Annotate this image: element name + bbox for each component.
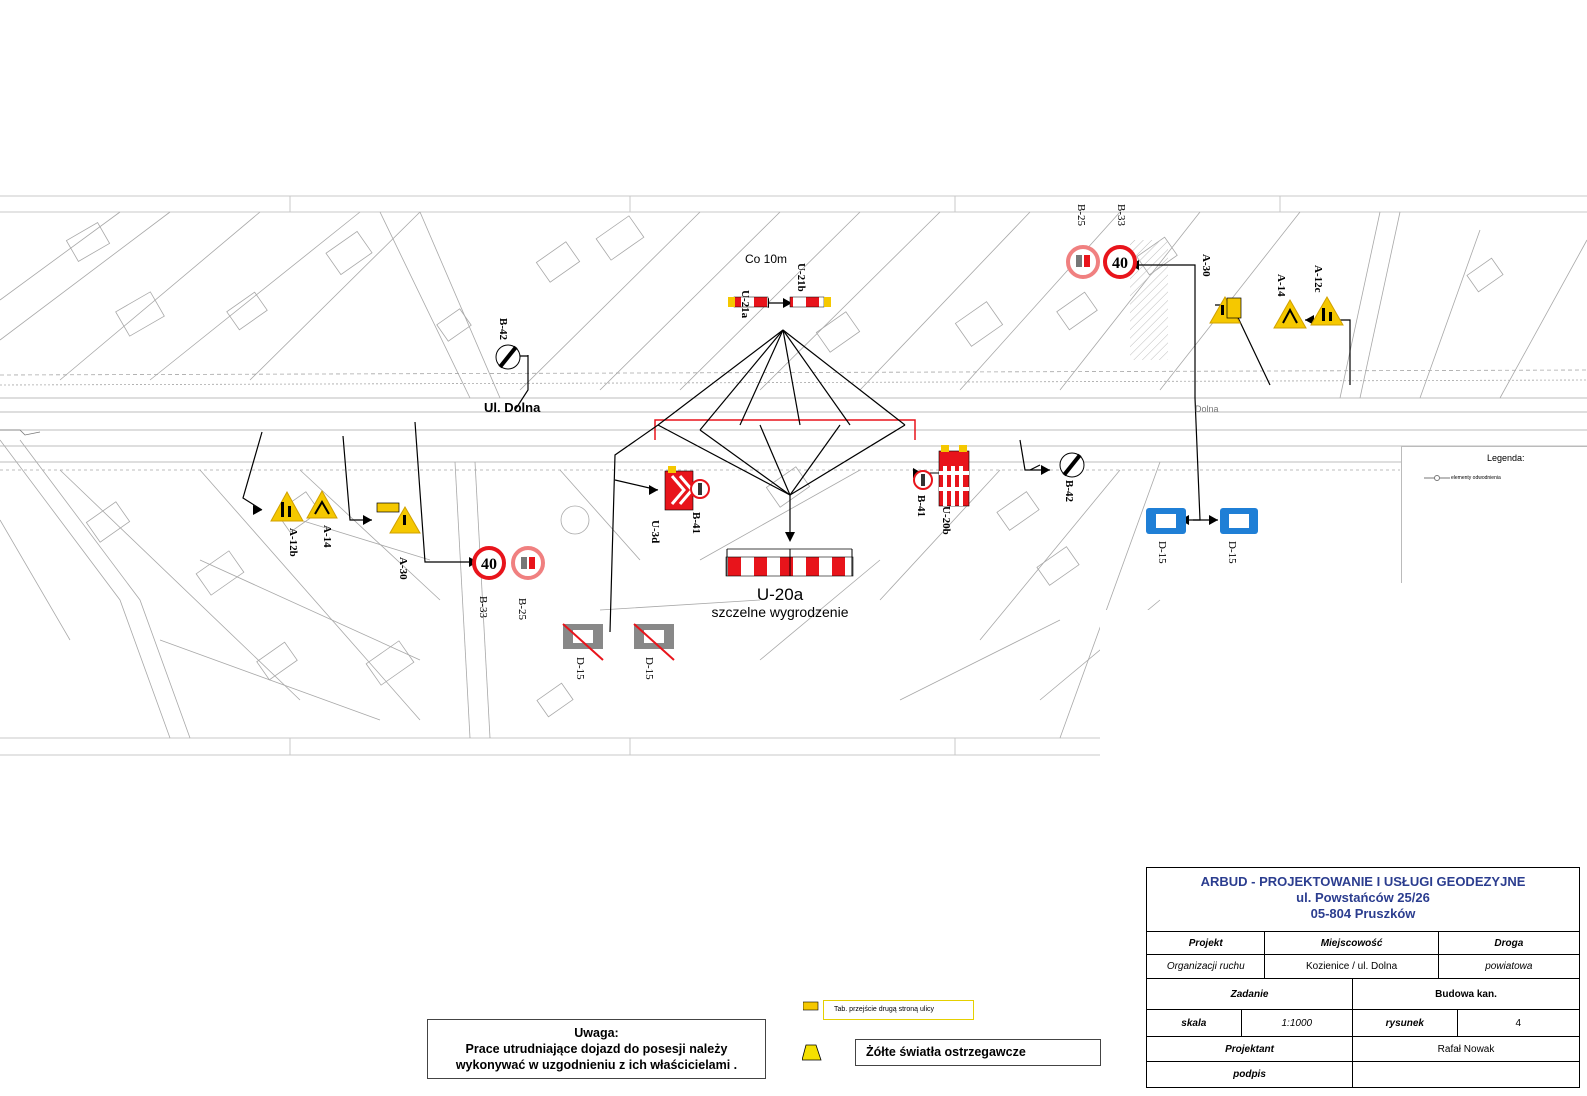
label-a12b-left: A-12b	[287, 528, 299, 557]
sign-d15-a: D-15	[1146, 508, 1186, 564]
sheet-frame	[0, 195, 1587, 756]
street-label: Ul. Dolna	[484, 400, 541, 415]
label-u3d: U-3d	[649, 520, 661, 543]
sign-u20a-fence	[725, 548, 854, 577]
sign-a14-left: A-14	[306, 489, 338, 548]
label-d15-b: D-15	[1226, 541, 1238, 564]
tb-v-podpis	[1353, 1062, 1579, 1087]
label-b33-bottom: B-33	[477, 596, 489, 619]
tb-v-miejscowosc: Kozienice / ul. Dolna	[1265, 955, 1439, 978]
tb-h-projekt: Projekt	[1147, 932, 1266, 954]
sign-b33-bottom: 40 B-33	[472, 546, 506, 619]
title-block-header: ARBUD - PROJEKTOWANIE I USŁUGI GEODEZYJN…	[1147, 868, 1579, 932]
sign-d15-b: D-15	[1220, 508, 1258, 564]
tb-v-projekt: Organizacji ruchu	[1147, 955, 1266, 978]
tb-v-projektant: Rafał Nowak	[1437, 1043, 1495, 1055]
tb-row-skala: skala 1:1000 rysunek 4	[1147, 1010, 1579, 1037]
work-zone-outline	[654, 419, 916, 440]
tb-v-rysunek: 4	[1515, 1017, 1522, 1029]
drain-element-icon	[1424, 475, 1450, 481]
sign-a30-top: A-30	[1200, 254, 1242, 324]
blank-area	[1178, 585, 1408, 755]
tb-h-zadanie: Zadanie	[1147, 979, 1354, 1009]
warning-note-line1: Prace utrudniające dojazd do posesji nal…	[465, 1042, 728, 1056]
label-d15-d: D-15	[643, 657, 655, 680]
label-a14-left: A-14	[321, 525, 333, 548]
sign-a30-left: A-30	[376, 502, 421, 580]
title-block: ARBUD - PROJEKTOWANIE I USŁUGI GEODEZYJN…	[1146, 867, 1580, 1088]
legend-item: elementy odwodnienia	[1451, 475, 1501, 481]
legend-panel: Legenda: elementy odwodnienia	[1401, 446, 1587, 583]
sign-d15-d: D-15	[633, 623, 675, 680]
tb-h-droga: Droga	[1494, 937, 1524, 949]
sign-u20b: U-20b	[938, 445, 970, 535]
tb-h-miejscowosc: Miejscowość	[1265, 932, 1439, 954]
label-b41-left: B-41	[690, 512, 702, 534]
speed-value-top: 40	[1112, 255, 1128, 272]
label-a12c-top: A-12c	[1312, 265, 1324, 293]
sign-u3d: U-3d	[649, 466, 694, 543]
base-map	[0, 211, 1587, 739]
sign-d15-c: D-15	[562, 623, 604, 680]
label-a30-top: A-30	[1200, 254, 1212, 277]
company-street: ul. Powstańców 25/26	[1296, 890, 1430, 905]
yellow-light-icon	[802, 1044, 822, 1061]
tb-row-podpis: podpis	[1147, 1062, 1579, 1087]
sign-u21a: U-21a	[728, 290, 769, 319]
warning-note: Uwaga: Prace utrudniające dojazd do pose…	[427, 1019, 766, 1079]
spacing-label: Co 10m	[745, 252, 787, 266]
company-name: ARBUD - PROJEKTOWANIE I USŁUGI GEODEZYJN…	[1200, 874, 1526, 889]
sign-b42-top: B-42	[495, 318, 521, 370]
label-b41-right: B-41	[915, 495, 927, 517]
tb-h-rysunek: rysunek	[1353, 1010, 1458, 1036]
company-city: 05-804 Pruszków	[1310, 906, 1416, 921]
tb-v-skala: 1:1000	[1242, 1010, 1354, 1036]
sign-a12c-top: A-12c	[1310, 265, 1344, 326]
tb-row-projektant: Projektant Rafał Nowak	[1147, 1037, 1579, 1062]
label-u21b: U-21b	[795, 263, 807, 292]
label-a30-left: A-30	[397, 557, 409, 580]
blank-area-2	[1100, 610, 1190, 760]
warning-note-title: Uwaga:	[574, 1026, 619, 1040]
tab-note-icon	[803, 1001, 819, 1011]
label-a14-top: A-14	[1275, 274, 1287, 297]
tb-row-headers: Projekt Miejscowość Droga	[1147, 932, 1579, 955]
sign-b41-right: B-41	[913, 470, 933, 517]
sign-b42-right: B-42	[1059, 452, 1085, 503]
label-b25-top: B-25	[1075, 204, 1087, 227]
warning-note-line2: wykonywać w uzgodnieniu z ich właściciel…	[455, 1058, 738, 1072]
speed-value-bottom: 40	[481, 556, 497, 573]
label-d15-c: D-15	[574, 657, 586, 680]
label-b33-top: B-33	[1115, 204, 1127, 227]
label-d15-a: D-15	[1156, 541, 1168, 564]
fence-label: U-20a	[757, 585, 804, 604]
traffic-organization-plan: U-21a U-21b Co 10m B-42 Ul. Dolna Dolna …	[0, 195, 1587, 760]
label-b25-bottom: B-25	[516, 598, 528, 621]
tb-h-podpis: podpis	[1147, 1062, 1354, 1087]
label-b42-right: B-42	[1063, 480, 1075, 503]
label-u20b: U-20b	[940, 506, 952, 535]
tb-v-zadanie: Budowa kan.	[1435, 988, 1497, 1000]
tb-v-droga: powiatowa	[1485, 961, 1533, 972]
sign-b41-left: B-41	[690, 479, 710, 534]
sign-u21b: U-21b	[789, 263, 831, 308]
tb-h-projektant: Projektant	[1147, 1037, 1354, 1061]
warning-lights-note: Żółte światła ostrzegawcze	[855, 1039, 1101, 1066]
sign-b25-bottom: B-25	[511, 546, 545, 621]
tb-h-skala: skala	[1147, 1010, 1242, 1036]
sign-a14-top: A-14	[1273, 274, 1307, 329]
leader-lines	[242, 264, 1351, 633]
label-b42-top: B-42	[497, 318, 509, 341]
tb-row-zadanie: Zadanie Budowa kan.	[1147, 979, 1579, 1010]
fence-caption: szczelne wygrodzenie	[712, 604, 849, 620]
legend-title: Legenda:	[1487, 453, 1525, 463]
tb-row-values: Organizacji ruchu Kozienice / ul. Dolna …	[1147, 955, 1579, 979]
sign-b25-top: B-25	[1066, 204, 1100, 279]
label-u21a: U-21a	[739, 290, 751, 319]
sign-a12b-left: A-12b	[270, 490, 304, 557]
street-label-small: Dolna	[1195, 404, 1219, 414]
sign-b33-top: 40 B-33	[1103, 204, 1137, 279]
tab-note: Tab. przejście drugą stroną ulicy	[823, 1000, 974, 1020]
